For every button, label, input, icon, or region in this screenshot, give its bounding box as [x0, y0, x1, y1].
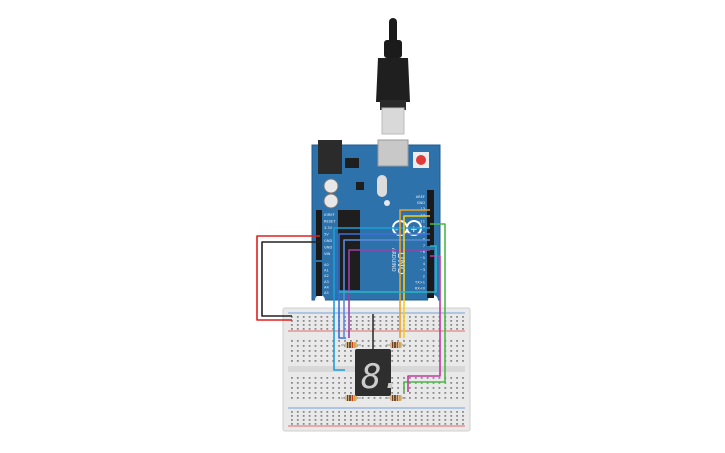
seven-segment-display[interactable]: 8. [355, 349, 402, 397]
pin-label: A4 [324, 285, 329, 289]
usb-cable[interactable] [376, 18, 410, 135]
pin-label: TX>1 [414, 280, 425, 284]
pin-label: 7 [423, 244, 425, 248]
svg-text:-: - [395, 225, 398, 235]
pin-label: 4 [423, 262, 426, 266]
pin-label: A3 [324, 280, 329, 284]
pin-label: RESET [324, 220, 336, 224]
power-header-labels: IOREF RESET 3.3V 5V GND GND VIN [324, 213, 336, 256]
wire-purple-1[interactable] [348, 249, 430, 338]
arduino-uno-board[interactable]: - + ARDUINO UNO IOREFRESET3.3V5VGNDGNDVI… [311, 139, 441, 305]
wire-blue-2[interactable] [338, 233, 430, 339]
resistor[interactable] [341, 342, 361, 348]
resistor[interactable] [341, 395, 361, 401]
wire-red[interactable] [256, 235, 320, 321]
svg-text:+: + [410, 225, 418, 235]
resistor[interactable] [386, 395, 406, 401]
pin-label: ~5 [420, 256, 425, 260]
pin-label: A2 [324, 274, 329, 278]
wire-yellow[interactable] [403, 215, 430, 338]
pin-label: 3.3V [324, 226, 333, 230]
wire-orange[interactable] [399, 209, 430, 338]
reset-button[interactable] [416, 155, 426, 165]
board-logo-text: ARDUINO [390, 248, 396, 272]
resistors[interactable] [341, 342, 406, 401]
pin-label: AREF [416, 195, 425, 199]
pin-label: GND [324, 246, 332, 250]
pin-label: ~3 [420, 268, 425, 272]
pin-label: A0 [324, 263, 329, 267]
wire-green[interactable] [403, 223, 446, 392]
wire-blue-1[interactable] [333, 227, 430, 371]
pin-label: GND [324, 239, 332, 243]
resistor[interactable] [386, 342, 406, 348]
pin-label: A5 [324, 291, 329, 295]
wire-black[interactable] [261, 241, 320, 317]
display-digit: 8. [361, 357, 402, 397]
pin-label: A1 [324, 269, 329, 273]
pin-label: 5V [324, 233, 329, 237]
pin-label: ~11 [417, 219, 425, 223]
wire-blue-3[interactable] [343, 239, 430, 338]
pin-label: GND [417, 201, 425, 205]
pin-label: ~6 [420, 250, 426, 254]
pin-label: VIN [324, 252, 331, 256]
pin-label: IOREF [324, 213, 335, 217]
pin-label: 2 [423, 274, 425, 278]
pin-label: RX<0 [415, 287, 426, 291]
wire-teal[interactable] [339, 245, 437, 293]
